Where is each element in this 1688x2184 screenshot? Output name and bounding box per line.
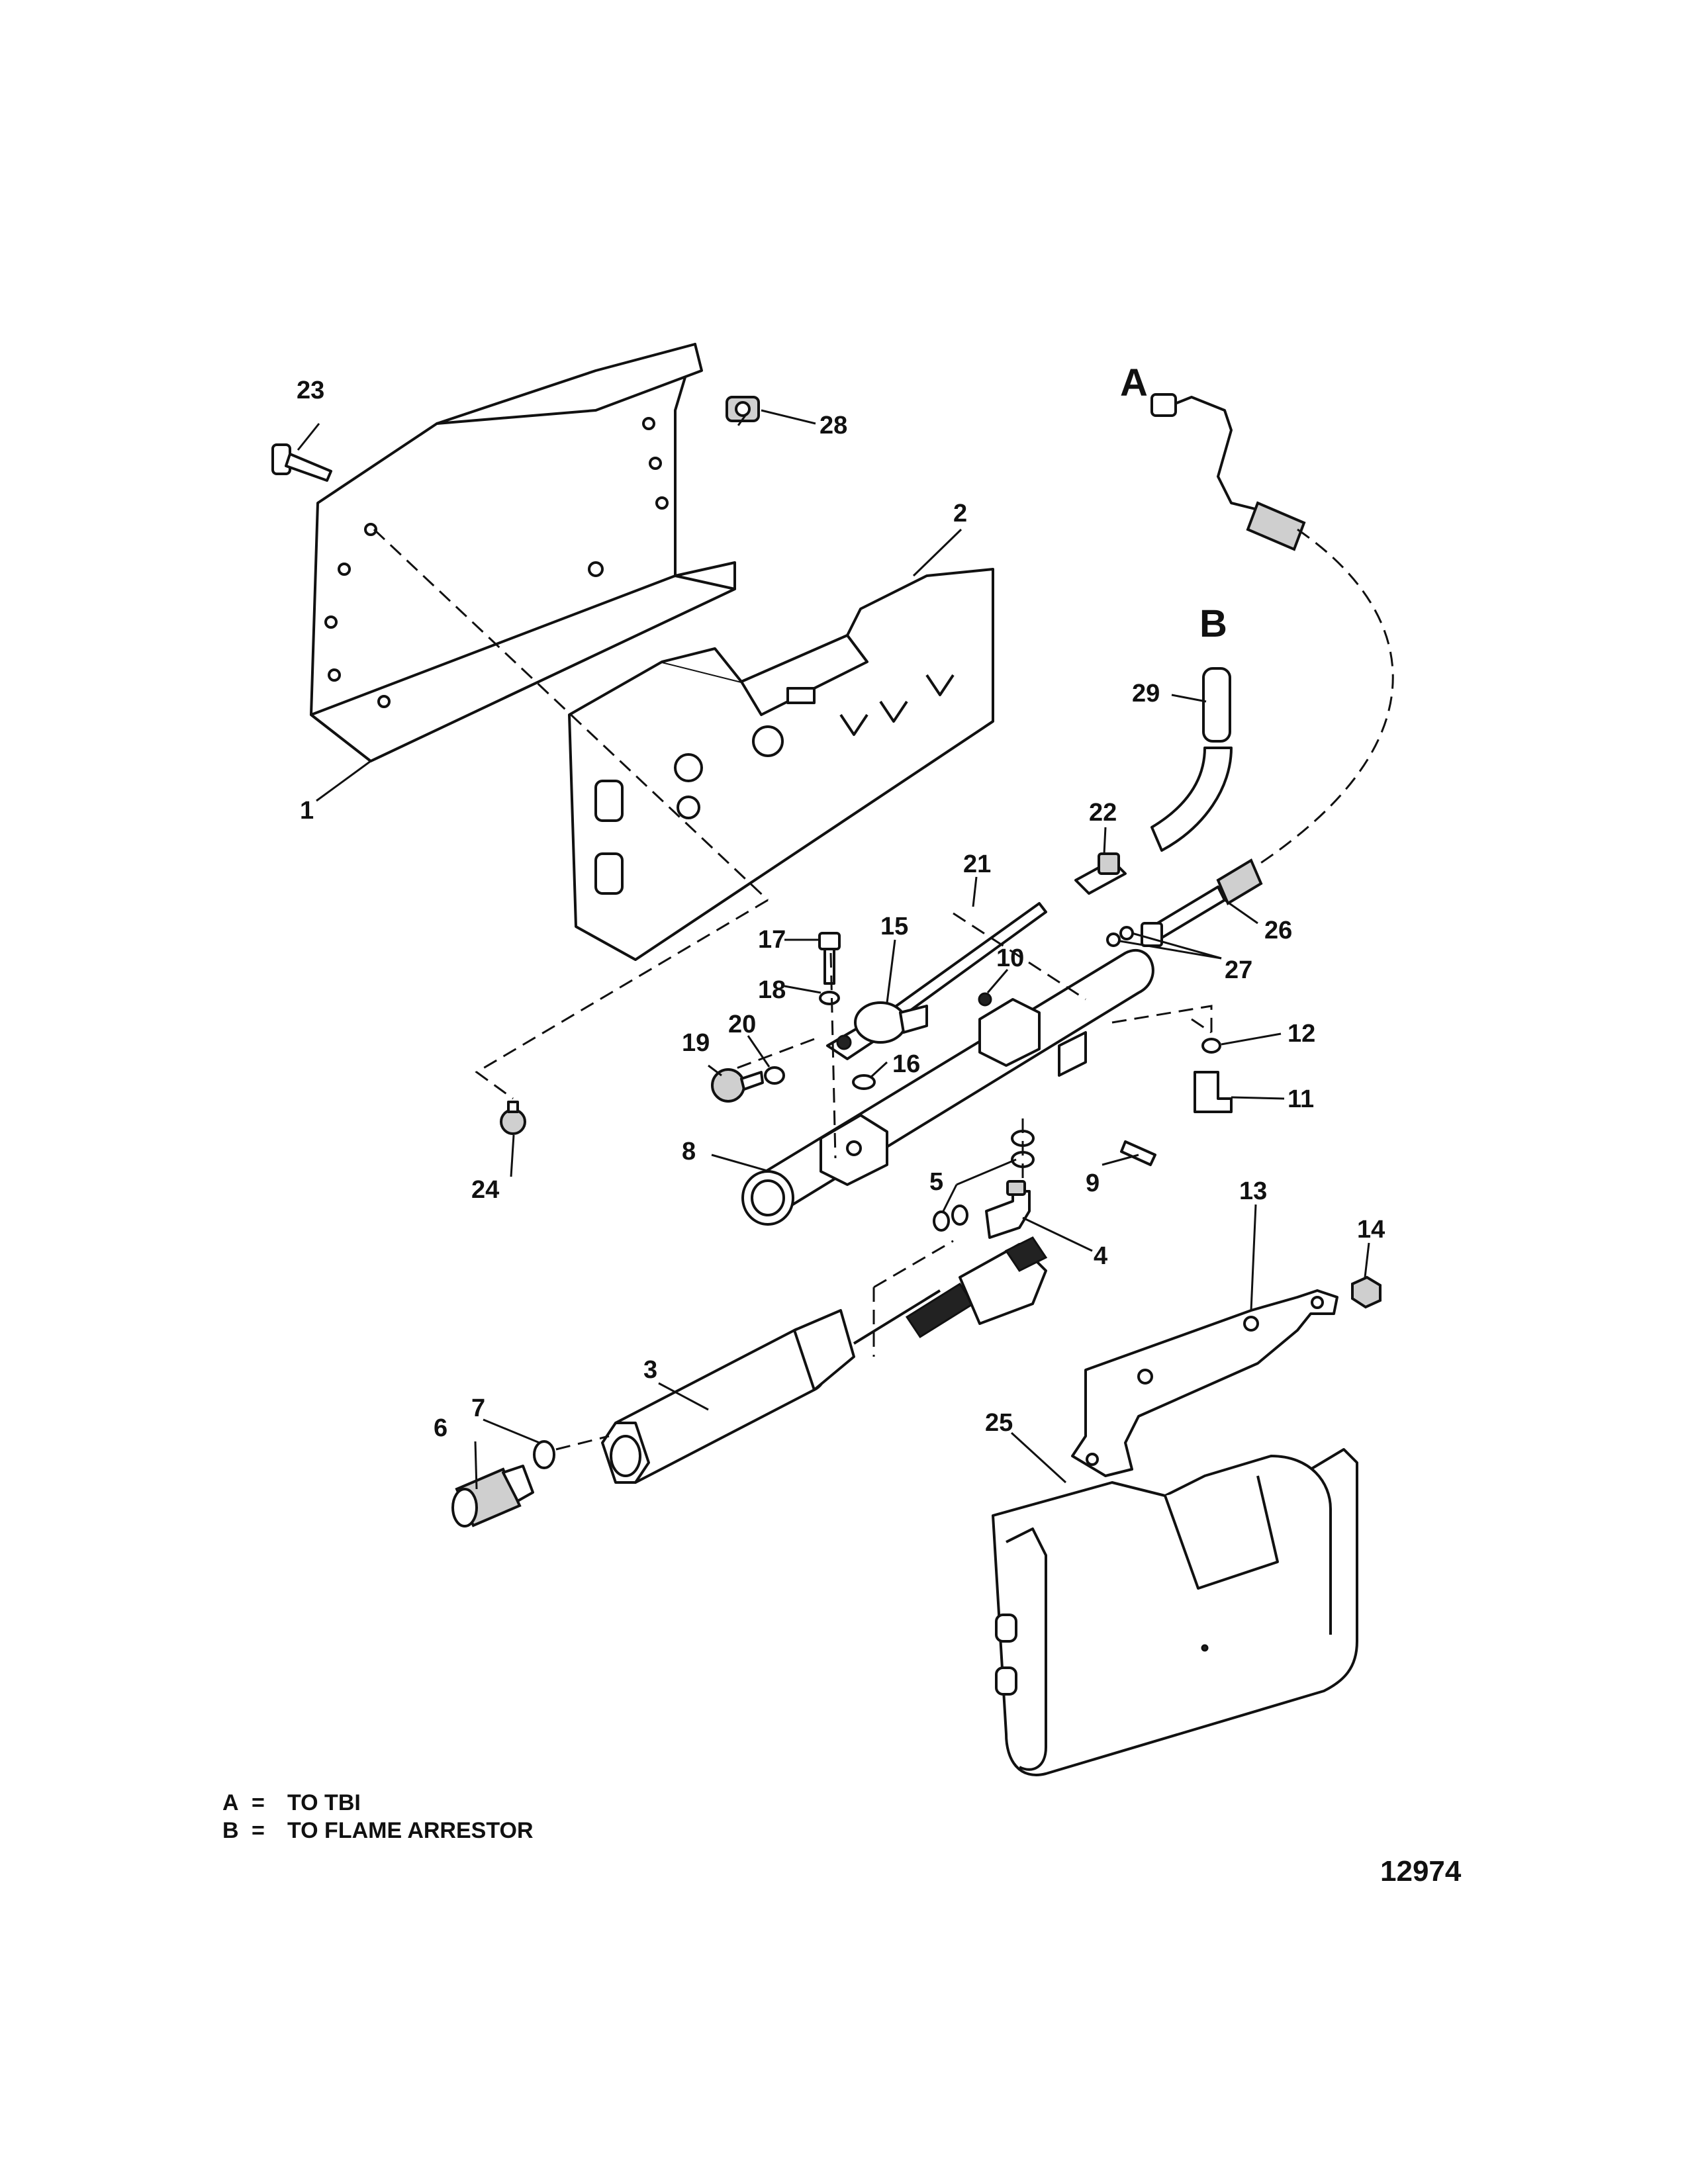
part-15-regulator: [826, 1001, 928, 1060]
callout-3: 3: [643, 1356, 657, 1384]
callout-2: 2: [953, 500, 967, 527]
callout-16: 16: [892, 1050, 920, 1078]
part-19-bolt: [711, 1068, 764, 1103]
legend-a-sep: =: [252, 1790, 265, 1815]
part-17-bolt: [818, 932, 841, 985]
legend: A = TO TBI B = TO FLAME ARRESTOR: [222, 1790, 534, 1843]
callout-24: 24: [471, 1176, 499, 1204]
callout-27: 27: [1225, 956, 1252, 984]
legend-b-key: B: [222, 1818, 239, 1843]
callout-1: 1: [300, 797, 314, 825]
part-7-o-ring: [533, 1440, 555, 1469]
part-18-washer: [819, 991, 840, 1005]
part-10-plug: [978, 992, 992, 1007]
leader-lines: [297, 409, 1370, 1490]
legend-b-sep: =: [252, 1818, 265, 1843]
callout-23: 23: [297, 377, 324, 404]
part-8-fuel-rail: [741, 949, 1154, 1226]
marker-b: B: [1199, 602, 1227, 645]
callout-8: 8: [682, 1138, 696, 1165]
part-9-screw: [1120, 1140, 1156, 1166]
part-23-bolt: [271, 443, 332, 482]
legend-b-text: TO FLAME ARRESTOR: [287, 1818, 534, 1843]
part-16-grommet: [852, 1074, 876, 1090]
callout-11: 11: [1288, 1085, 1314, 1113]
part-29-hose: [1150, 667, 1233, 852]
callout-28: 28: [820, 412, 847, 439]
part-22-fitting: [1074, 852, 1127, 895]
part-13-bracket: [1071, 1289, 1338, 1477]
callout-18: 18: [758, 976, 786, 1004]
part-11-elbow: [1194, 1071, 1233, 1113]
callout-15: 15: [880, 913, 908, 940]
callout-9: 9: [1086, 1169, 1100, 1197]
callout-5: 5: [929, 1168, 943, 1196]
part-2-housing: [568, 568, 994, 961]
part-27-o-rings: [1106, 926, 1134, 947]
callout-21: 21: [963, 850, 991, 878]
callout-13: 13: [1239, 1177, 1267, 1205]
part-4-tee-fitting: [985, 1180, 1031, 1239]
callout-22: 22: [1089, 799, 1117, 827]
callout-7: 7: [471, 1394, 485, 1422]
callout-25: 25: [985, 1409, 1013, 1437]
part-28-nut: [726, 396, 760, 422]
hose-to-tbi: [1150, 393, 1394, 875]
callout-4: 4: [1094, 1242, 1107, 1270]
callout-26: 26: [1264, 917, 1292, 944]
part-6-fitting: [451, 1465, 534, 1527]
part-24-bolt: [500, 1101, 526, 1135]
callout-14: 14: [1357, 1216, 1385, 1244]
callout-12: 12: [1288, 1020, 1315, 1048]
callout-6: 6: [434, 1414, 447, 1442]
callout-labels: 1 2 3 4 5 6 7 8 9 10 11 12 13 14 15 16 1…: [297, 377, 1385, 1442]
marker-a: A: [1120, 361, 1148, 404]
callout-29: 29: [1132, 680, 1160, 707]
legend-a-text: TO TBI: [287, 1790, 361, 1815]
callout-17: 17: [758, 926, 786, 954]
callout-10: 10: [996, 944, 1024, 972]
callout-19: 19: [682, 1029, 710, 1057]
callout-20: 20: [728, 1011, 756, 1038]
part-26-fitting: [1141, 858, 1263, 947]
part-14-nut: [1351, 1275, 1382, 1309]
figure-number: 12974: [1380, 1855, 1462, 1888]
part-25-cover: [992, 1448, 1358, 1776]
legend-a-key: A: [222, 1790, 239, 1815]
part-12-o-ring: [1201, 1038, 1221, 1054]
alignment-lines: [373, 413, 1213, 1451]
part-5-o-rings: [933, 1130, 1035, 1232]
part-3-fuel-pump: [601, 1236, 1048, 1484]
part-20-washer: [764, 1066, 785, 1085]
